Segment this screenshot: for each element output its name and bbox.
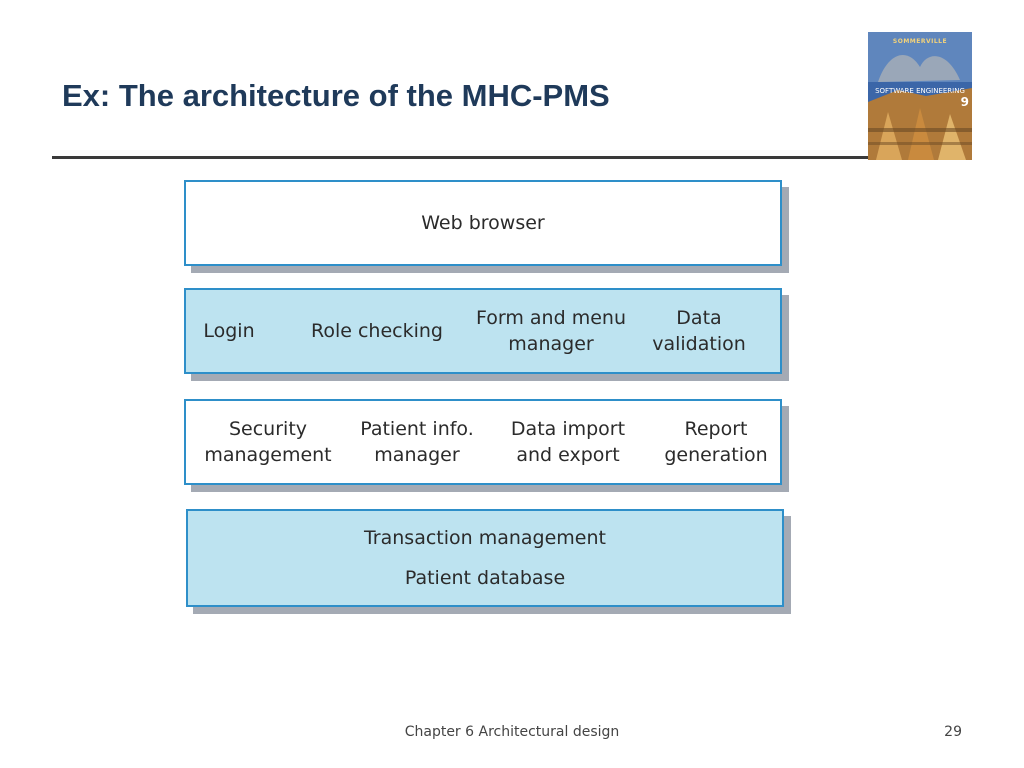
component-patient-info-manager: Patient info. manager — [360, 416, 474, 468]
component-patient-database: Patient database — [404, 567, 566, 589]
component-patient-info-line-2: manager — [374, 444, 460, 466]
component-data-import-export: Data import and export — [511, 416, 625, 468]
component-report-line-1: Report — [684, 418, 748, 440]
slide-page-number: 29 — [944, 724, 962, 740]
book-cover-art — [868, 32, 972, 160]
slide-footer: Chapter 6 Architectural design — [404, 724, 620, 740]
component-login: Login — [203, 318, 254, 344]
component-report-line-2: generation — [664, 444, 768, 466]
book-title: SOFTWARE ENGINEERING — [875, 87, 965, 95]
layer-web-browser: Web browser — [184, 180, 782, 266]
layer-ui-management: Login Role checking Form and menu manage… — [184, 288, 782, 374]
component-data-import-line-1: Data import — [510, 418, 626, 440]
component-patient-info-line-1: Patient info. — [360, 418, 474, 440]
component-role-checking-label: Role checking — [311, 320, 443, 342]
component-security-line-1: Security — [228, 418, 308, 440]
book-author: SOMMERVILLE — [892, 38, 948, 45]
book-edition: 9 — [960, 95, 969, 109]
component-transaction-management: Transaction management — [363, 527, 606, 549]
component-report-generation: Report generation — [664, 416, 767, 468]
component-web-browser: Web browser — [421, 212, 545, 234]
component-security-management: Security management — [204, 416, 331, 468]
component-data-validation-line-2: validation — [652, 333, 746, 355]
layer-database: Transaction management Patient database — [186, 509, 784, 607]
component-form-menu-line-1: Form and menu — [476, 307, 626, 329]
title-divider — [52, 156, 870, 159]
layer-application-services: Security management Patient info. manage… — [184, 399, 782, 485]
component-data-validation: Data validation — [652, 305, 746, 357]
slide-title: Ex: The architecture of the MHC-PMS — [62, 78, 610, 113]
component-data-import-line-2: and export — [516, 444, 620, 466]
component-data-validation-line-1: Data — [676, 307, 722, 329]
component-login-label: Login — [203, 320, 255, 342]
component-security-line-2: management — [204, 444, 332, 466]
component-form-menu-manager: Form and menu manager — [476, 305, 626, 357]
component-form-menu-line-2: manager — [508, 333, 594, 355]
book-cover-image: SOMMERVILLE SOFTWARE ENGINEERING 9 — [868, 32, 972, 160]
component-role-checking: Role checking — [311, 318, 443, 344]
